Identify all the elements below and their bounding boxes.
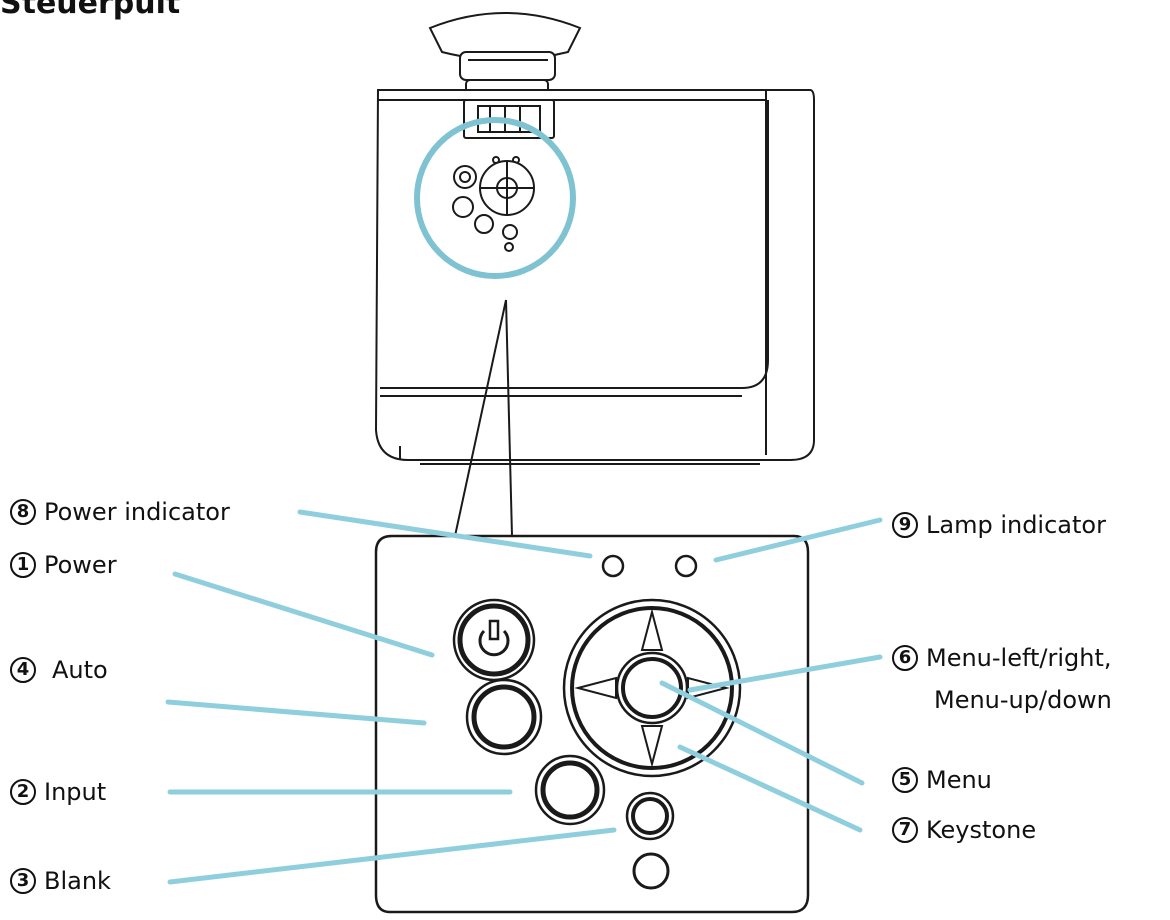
number-badge: 4 [10,657,36,683]
number-badge: 2 [10,779,36,805]
label-text: Keystone [926,816,1037,844]
leader-power-indicator [297,509,593,559]
label-text: Power indicator [44,498,230,526]
number-badge: 8 [10,499,36,525]
label-auto: 4 Auto [10,655,108,685]
leader-lines [165,509,883,885]
callout-connector [454,299,513,537]
leader-auto [165,699,427,726]
projector-body [374,89,815,465]
leader-keystone [677,744,863,833]
label-text: Auto [52,656,108,684]
label-menu: 5 Menu [892,765,992,795]
label-menu-nav: 6 Menu-left/right, [892,643,1112,673]
label-keystone: 7 Keystone [892,815,1036,845]
page-title: Steuerpult [0,0,181,21]
number-badge: 6 [892,645,918,671]
label-power-indicator: 8 Power indicator [10,497,230,527]
leader-menu-nav [687,654,883,693]
label-menu-nav-line2: Menu-up/down [934,686,1112,714]
highlight-circle [414,117,576,279]
number-badge: 9 [892,512,918,538]
number-badge: 1 [10,552,36,578]
number-badge: 7 [892,817,918,843]
label-lamp-indicator: 9 Lamp indicator [892,510,1106,540]
leader-blank [167,827,617,885]
leader-lamp-indicator [713,517,883,563]
blank-button [625,791,675,841]
number-badge: 3 [10,868,36,894]
label-text: Lamp indicator [926,511,1106,539]
bottom-small-button [632,852,670,890]
label-text: Menu-left/right, [926,644,1112,672]
leader-power [172,571,435,658]
power-icon [478,619,510,657]
label-input: 2 Input [10,777,106,807]
mini-control-panel [452,156,535,252]
power-indicator-led [601,554,625,578]
label-text: Input [44,778,107,806]
label-power: 1 Power [10,550,117,580]
power-button [452,598,536,682]
leader-menu [659,680,865,786]
label-text: Power [44,551,117,579]
auto-button [465,678,543,756]
lamp-indicator-led [674,554,698,578]
indicator-leds [601,554,698,578]
label-blank: 3 Blank [10,866,111,896]
label-text: Blank [44,867,111,895]
label-text: Menu [926,766,992,794]
number-badge: 5 [892,767,918,793]
projector-lens [428,12,582,97]
input-button [534,754,606,826]
